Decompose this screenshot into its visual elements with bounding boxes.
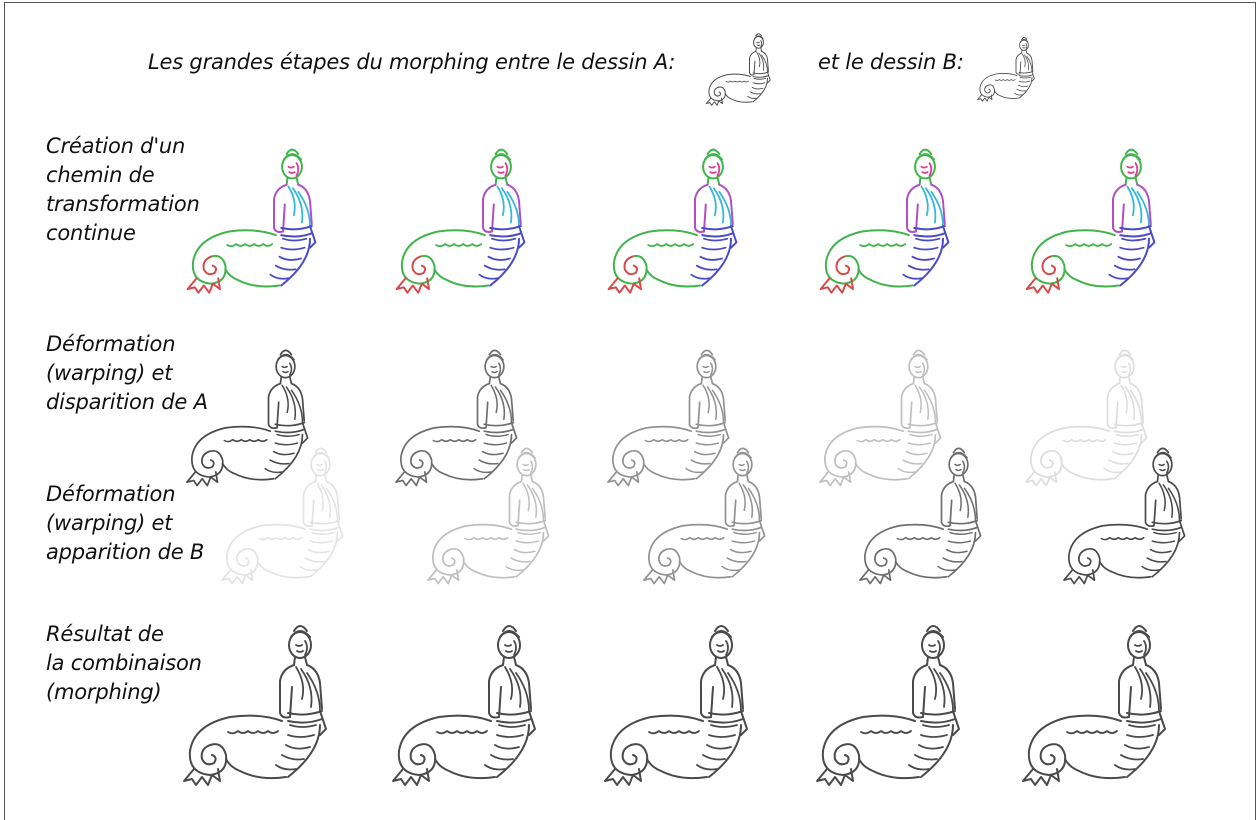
warp-b-figure-1 xyxy=(221,447,344,585)
warp-b-figure-2 xyxy=(427,447,550,585)
warp-b-figure-3 xyxy=(643,447,766,585)
row-label-result: Résultat de la combinaison (morphing) xyxy=(46,622,202,704)
result-figure-4 xyxy=(816,625,960,786)
warp-a-figure-3 xyxy=(607,349,730,487)
warp-a-figure-5 xyxy=(1025,349,1148,487)
path-figure-1 xyxy=(186,148,317,294)
warp-b-figure-5 xyxy=(1063,447,1186,585)
row-label-path: Création d'un chemin de transformation c… xyxy=(46,134,200,245)
warp-b-figure-4 xyxy=(859,447,982,585)
result-figure-3 xyxy=(604,625,748,786)
drawing-a-thumbnail xyxy=(705,33,771,106)
warp-a-figure-2 xyxy=(395,349,518,487)
path-figure-5 xyxy=(1025,148,1156,294)
warp-a-figure-4 xyxy=(819,349,942,487)
result-figure-5 xyxy=(1022,625,1166,786)
row-label-warp-b: Déformation (warping) et apparition de B xyxy=(46,482,205,564)
heading-text-b: et le dessin B: xyxy=(818,50,964,74)
drawing-b-thumbnail xyxy=(977,37,1035,102)
warp-a-figure-1 xyxy=(186,349,309,487)
result-figure-1 xyxy=(183,625,327,786)
path-figure-3 xyxy=(607,148,738,294)
row-label-warp-a: Déformation (warping) et disparition de … xyxy=(46,332,208,414)
result-figure-2 xyxy=(392,625,536,786)
heading-text-a: Les grandes étapes du morphing entre le … xyxy=(148,50,676,74)
path-figure-2 xyxy=(395,148,526,294)
figure-frame xyxy=(4,2,1256,820)
path-figure-4 xyxy=(819,148,950,294)
